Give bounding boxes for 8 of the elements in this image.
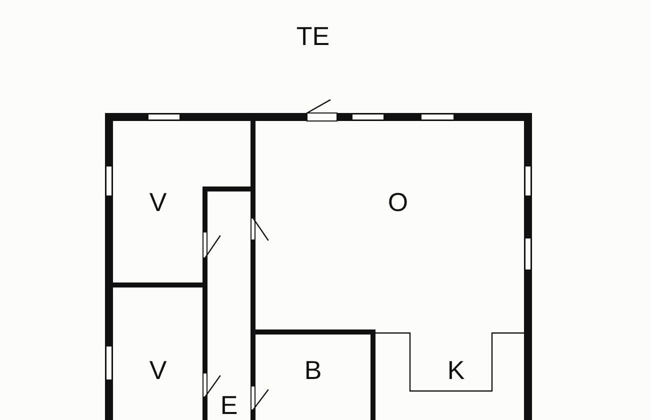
room-label: V xyxy=(149,357,167,383)
room-label: V xyxy=(149,189,167,215)
area-label: TE xyxy=(296,23,330,49)
room-label: E xyxy=(220,392,238,418)
kitchen-counter xyxy=(375,332,525,392)
room-label: B xyxy=(304,357,322,383)
room-label: O xyxy=(388,189,408,215)
room-label: K xyxy=(447,357,465,383)
